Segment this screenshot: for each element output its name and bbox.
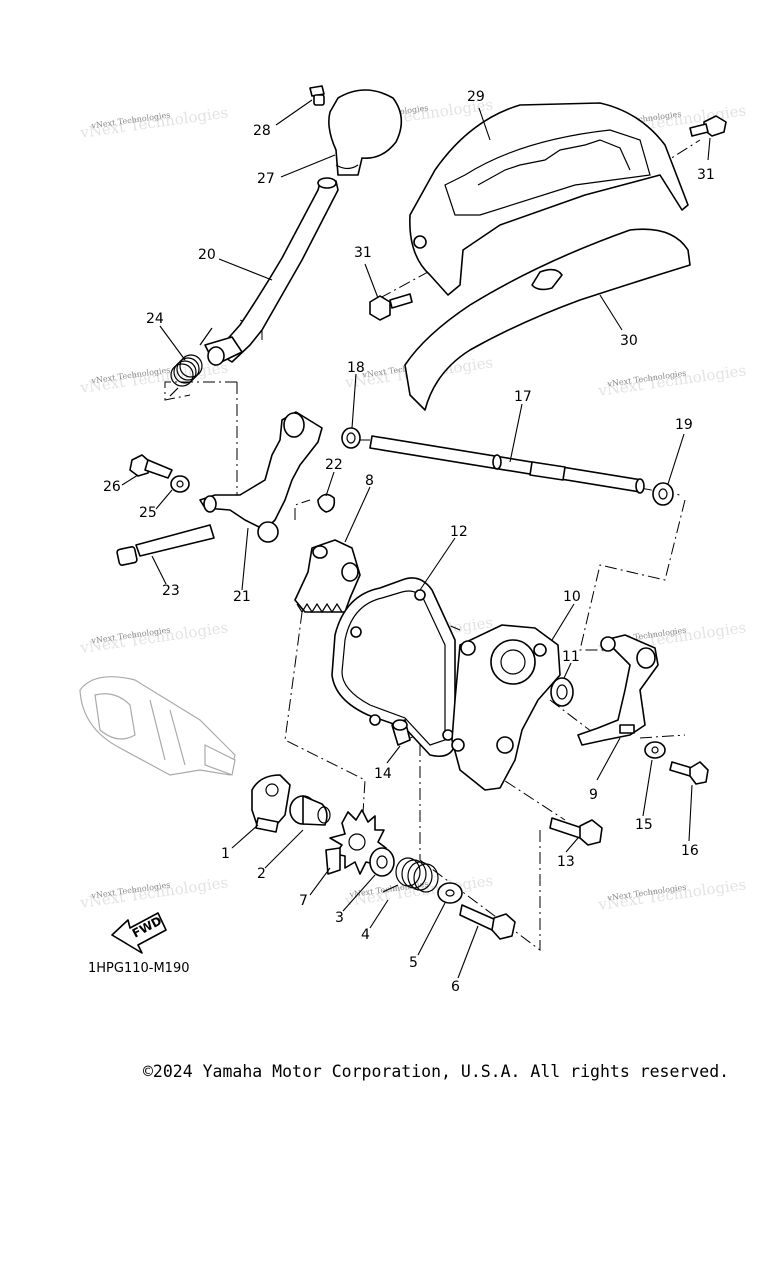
part-1-stopper [251,774,291,833]
part-19-nut [652,482,674,506]
callout-3: 3 [335,910,344,926]
callout-16: 16 [681,843,699,859]
part-24-spring [169,354,203,397]
part-20-shift-lever [199,177,339,366]
part-29-shift-gate-cover [409,102,689,296]
part-31-bolt-left [369,293,413,321]
part-16-bolt [669,761,709,785]
callout-11: 11 [562,649,580,665]
callout-9: 9 [589,787,598,803]
callout-17: 17 [514,389,532,405]
callout-2: 2 [257,866,266,882]
part-11-seal [550,677,574,707]
callout-14: 14 [374,766,392,782]
part-21-shift-arm [199,411,323,543]
callout-18: 18 [347,360,365,376]
part-17-shift-rod [369,435,645,494]
part-27-shift-knob [328,89,403,176]
callout-30: 30 [620,333,638,349]
callout-7: 7 [299,893,308,909]
callout-25: 25 [139,505,157,521]
watermark: vNext Technologies vNext Technologies [78,103,229,142]
callout-6: 6 [451,979,460,995]
callout-27: 27 [257,171,275,187]
part-6-bolt [459,904,516,940]
part-4-spring [382,857,439,893]
part-13-bolt [549,817,603,846]
callout-31-right: 31 [697,167,715,183]
callout-1: 1 [221,846,230,862]
part-8-shift-sector [294,539,361,614]
part-31-bolt-upper-right [689,115,727,137]
watermark: vNext Technologies vNext Technologies [78,873,229,912]
drawing-code: 1HPG110-M190 [88,961,190,976]
callout-31-left: 31 [354,245,372,261]
callout-24: 24 [146,311,164,327]
part-5-washer [437,882,463,904]
leader-lines [121,99,711,979]
ghost-shift-drum [79,676,236,776]
watermark: vNext Technologies vNext Technologies [78,358,229,397]
part-9-shift-arm [577,634,659,746]
callout-21: 21 [233,589,251,605]
callout-15: 15 [635,817,653,833]
part-3-washer [369,847,395,877]
callout-28: 28 [253,123,271,139]
callout-8: 8 [365,473,374,489]
callout-13: 13 [557,854,575,870]
callout-5: 5 [409,955,418,971]
part-14-dowel [391,719,411,746]
callout-29: 29 [467,89,485,105]
callout-19: 19 [675,417,693,433]
callout-23: 23 [162,583,180,599]
copyright-notice: ©2024 Yamaha Motor Corporation, U.S.A. A… [143,1062,730,1081]
callout-26: 26 [103,479,121,495]
fwd-arrow: FWD [111,912,167,954]
part-25-washer [170,475,190,493]
callout-12: 12 [450,524,468,540]
part-26-bolt [129,454,173,479]
part-2-collar [289,795,331,826]
part-18-bushing [341,427,361,449]
part-15-washer [644,741,666,759]
callout-20: 20 [198,247,216,263]
part-23-bolt [116,524,215,566]
callout-10: 10 [563,589,581,605]
watermark: vNext Technologies vNext Technologies [78,618,229,657]
part-30-panel [404,228,691,411]
watermark: vNext Technologies vNext Technologies [596,361,747,400]
part-28-screw [309,85,325,106]
callouts: 1 2 3 4 5 6 7 8 9 10 11 12 13 14 15 16 1… [103,89,715,995]
watermark: vNext Technologies vNext Technologies [596,875,747,914]
part-22-clip [317,493,336,513]
callout-22: 22 [325,457,343,473]
part-10-cover [451,624,561,791]
part-12-gasket [331,577,456,758]
callout-4: 4 [361,927,370,943]
